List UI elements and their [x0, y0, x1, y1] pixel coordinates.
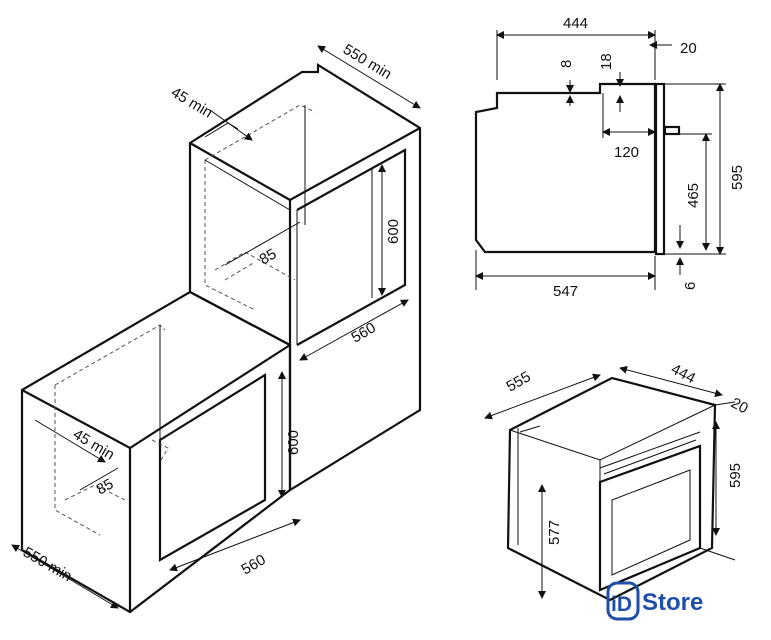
tall-vent-label: 45 min: [168, 84, 215, 122]
side-bottom-width-label: 547: [553, 283, 578, 300]
side-top-width-label: 444: [563, 15, 588, 32]
tall-depth-label: 550 min: [340, 41, 395, 83]
side-6-label: 6: [682, 282, 699, 290]
tall-height-label: 600: [385, 219, 402, 244]
base-width-label: 560: [239, 551, 269, 578]
tall-gap-label: 85: [257, 245, 280, 268]
tall-cabinet-drawing: [188, 45, 422, 492]
idstore-logo: iD Store: [606, 581, 703, 621]
base-depth-label: 550 min: [20, 544, 75, 585]
tall-width-label: 560: [349, 319, 379, 346]
oven-iso-drawing: [484, 365, 736, 602]
iso-width-label: 444: [668, 361, 698, 388]
side-120-label: 120: [614, 144, 639, 161]
iso-front-label: 20: [728, 395, 751, 418]
side-view-drawing: [474, 30, 726, 290]
iso-height-label: 595: [727, 463, 744, 488]
side-front-label: 20: [680, 40, 697, 57]
side-8-label: 8: [558, 60, 575, 68]
base-gap-label: 85: [94, 475, 117, 498]
side-465-label: 465: [685, 183, 702, 208]
logo-mark: iD: [611, 593, 632, 616]
iso-depth-label: 555: [504, 368, 534, 395]
iso-inner-height-label: 577: [546, 520, 563, 545]
side-18-label: 18: [598, 53, 615, 70]
logo-mark-box: [606, 581, 640, 621]
base-height-label: 600: [285, 430, 302, 455]
logo-name: Store: [642, 589, 703, 616]
base-cabinet-drawing: [11, 290, 301, 614]
side-total-height-label: 595: [729, 165, 746, 190]
